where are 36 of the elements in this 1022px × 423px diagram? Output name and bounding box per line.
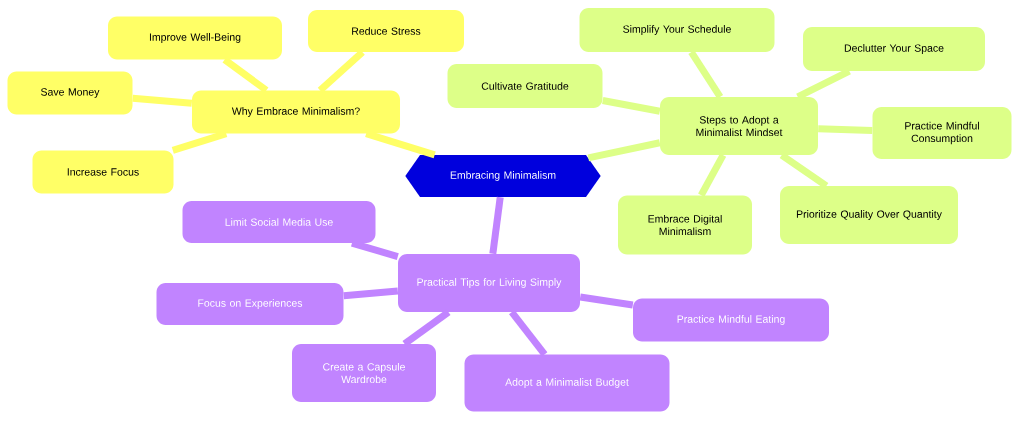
branch-line xyxy=(796,68,851,100)
branch-line xyxy=(779,152,829,189)
topic-box: Practice Mindful Eating xyxy=(633,298,829,342)
topic-box: Reduce Stress xyxy=(308,10,464,52)
central-hexagon: Embracing Minimalism xyxy=(405,155,601,197)
topic-box: Declutter Your Space xyxy=(803,27,985,71)
topic-box: Why Embrace Minimalism? xyxy=(192,90,400,134)
branch-line xyxy=(489,196,504,255)
branch-line xyxy=(222,56,269,94)
topic-box: Prioritize Quality Over Quantity xyxy=(780,186,958,244)
branch-line xyxy=(132,94,193,107)
branch-line xyxy=(365,130,436,159)
topic-box: Limit Social Media Use xyxy=(182,201,376,243)
topic-box: Embrace Digital Minimalism xyxy=(618,195,752,255)
topic-box: Save Money xyxy=(7,71,133,115)
branch-line xyxy=(343,287,399,300)
branch-line xyxy=(688,50,724,99)
branch-line xyxy=(602,97,661,115)
topic-box: Steps to Adopt a Minimalist Mindset xyxy=(660,97,818,155)
topic-box: Practice Mindful Consumption xyxy=(872,107,1012,159)
branch-line xyxy=(579,293,634,309)
topic-box: Focus on Experiences xyxy=(156,283,344,325)
topic-box: Cultivate Gratitude xyxy=(447,64,603,108)
branch-line xyxy=(698,153,727,197)
branch-line xyxy=(587,139,661,162)
topic-box: Improve Well-Being xyxy=(108,16,282,60)
branch-line xyxy=(818,125,873,135)
branch-line xyxy=(317,49,365,93)
topic-box: Practical Tips for Living Simply xyxy=(398,254,580,312)
branch-line xyxy=(171,130,228,154)
topic-box: Create a Capsule Wardrobe xyxy=(292,344,436,402)
branch-line xyxy=(509,310,548,357)
branch-line xyxy=(402,309,451,347)
topic-box: Increase Focus xyxy=(32,150,174,194)
topic-box: Simplify Your Schedule xyxy=(579,8,775,52)
topic-box: Adopt a Minimalist Budget xyxy=(464,354,670,412)
